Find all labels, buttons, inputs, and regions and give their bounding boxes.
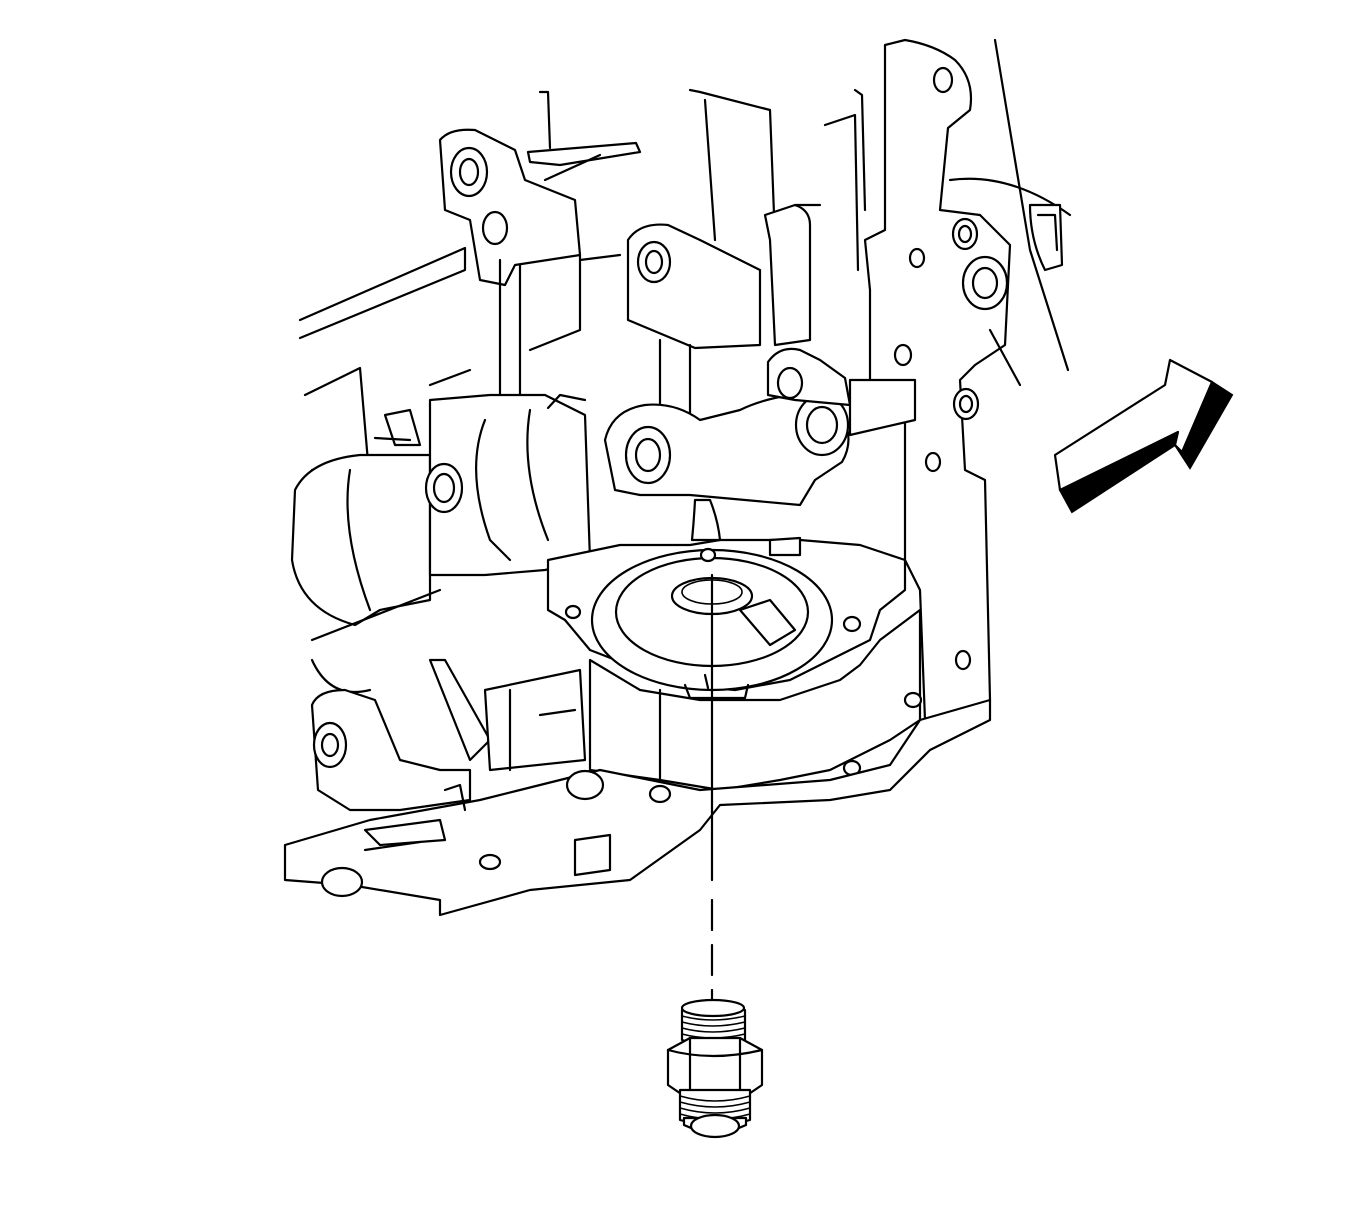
- direction-arrow: [1053, 358, 1234, 514]
- engine-block: [283, 38, 1072, 917]
- threaded-fitting: [666, 998, 764, 1139]
